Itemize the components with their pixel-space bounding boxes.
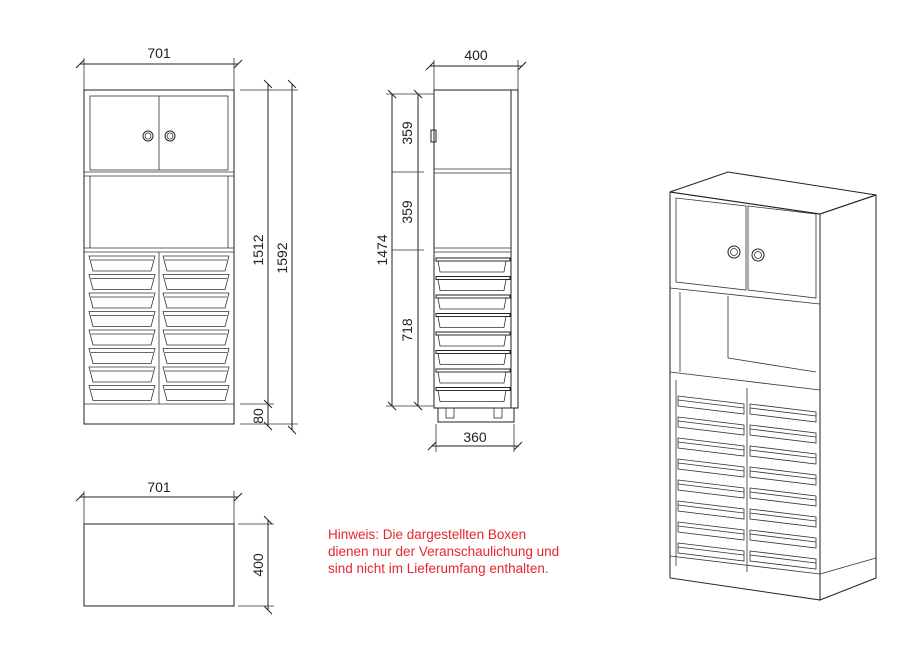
perspective-drawer — [749, 466, 817, 486]
front-drawer — [162, 366, 230, 383]
side-drawer — [435, 313, 511, 328]
top-width-label: 701 — [147, 479, 171, 495]
top-view: 701 400 — [75, 479, 274, 615]
front-drawer-grid — [88, 255, 230, 401]
perspective-drawer — [677, 437, 745, 457]
front-drawer — [88, 311, 156, 327]
perspective-drawer — [677, 458, 745, 478]
side-bottom-section-label: 718 — [399, 318, 415, 342]
perspective-drawer — [677, 500, 745, 520]
top-depth-label: 400 — [250, 553, 266, 577]
perspective-drawer — [749, 529, 817, 549]
front-drawer — [162, 329, 230, 346]
perspective-drawer-grid — [677, 395, 817, 570]
side-drawer — [435, 350, 511, 365]
perspective-drawer — [749, 424, 817, 444]
perspective-drawer — [677, 542, 745, 562]
side-top-section-label: 359 — [399, 121, 415, 145]
side-drawer — [435, 257, 511, 273]
perspective-drawer — [749, 550, 817, 570]
note-line-3: sind nicht im Lieferumfang enthalten. — [328, 561, 549, 576]
front-drawer — [88, 274, 156, 290]
front-view: 701 1512 1592 80 — [75, 45, 298, 435]
front-drawer — [88, 329, 156, 346]
front-drawer — [88, 255, 156, 272]
front-drawer — [88, 292, 156, 309]
perspective-drawer — [749, 403, 817, 423]
side-drawer — [435, 331, 511, 347]
front-drawer — [162, 311, 230, 327]
perspective-view — [669, 171, 877, 601]
front-drawer — [162, 255, 230, 272]
front-width-label: 701 — [147, 45, 171, 61]
side-drawer — [435, 368, 511, 384]
front-drawer — [162, 292, 230, 309]
front-total-height-label: 1592 — [274, 242, 290, 273]
side-depth-label: 400 — [464, 47, 488, 63]
side-drawer — [435, 387, 511, 402]
disclaimer-note: Hinweis: Die dargestellten Boxen dienen … — [328, 526, 628, 577]
perspective-drawer — [749, 445, 817, 465]
side-inner-depth-label: 360 — [463, 429, 487, 445]
front-drawer — [88, 366, 156, 383]
perspective-drawer — [677, 395, 745, 415]
perspective-drawer — [677, 479, 745, 499]
perspective-drawer — [749, 487, 817, 507]
side-drawer-stack — [435, 257, 511, 402]
front-drawer — [162, 348, 230, 364]
front-drawer — [88, 348, 156, 364]
side-mid-section-label: 359 — [399, 200, 415, 224]
side-drawer — [435, 276, 511, 291]
side-inner-height-label: 1474 — [374, 234, 390, 265]
front-plinth-label: 80 — [250, 408, 266, 424]
note-line-1: Hinweis: Die dargestellten Boxen — [328, 527, 527, 542]
side-drawer — [435, 294, 511, 310]
perspective-drawer — [677, 521, 745, 541]
front-drawer — [88, 385, 156, 401]
side-view: 400 359 359 718 1474 360 — [374, 47, 527, 452]
note-line-2: dienen nur der Veranschaulichung und — [328, 544, 560, 559]
perspective-drawer — [677, 416, 745, 436]
front-drawer — [162, 385, 230, 401]
front-body-height-label: 1512 — [250, 234, 266, 265]
front-drawer — [162, 274, 230, 290]
perspective-drawer — [749, 508, 817, 528]
